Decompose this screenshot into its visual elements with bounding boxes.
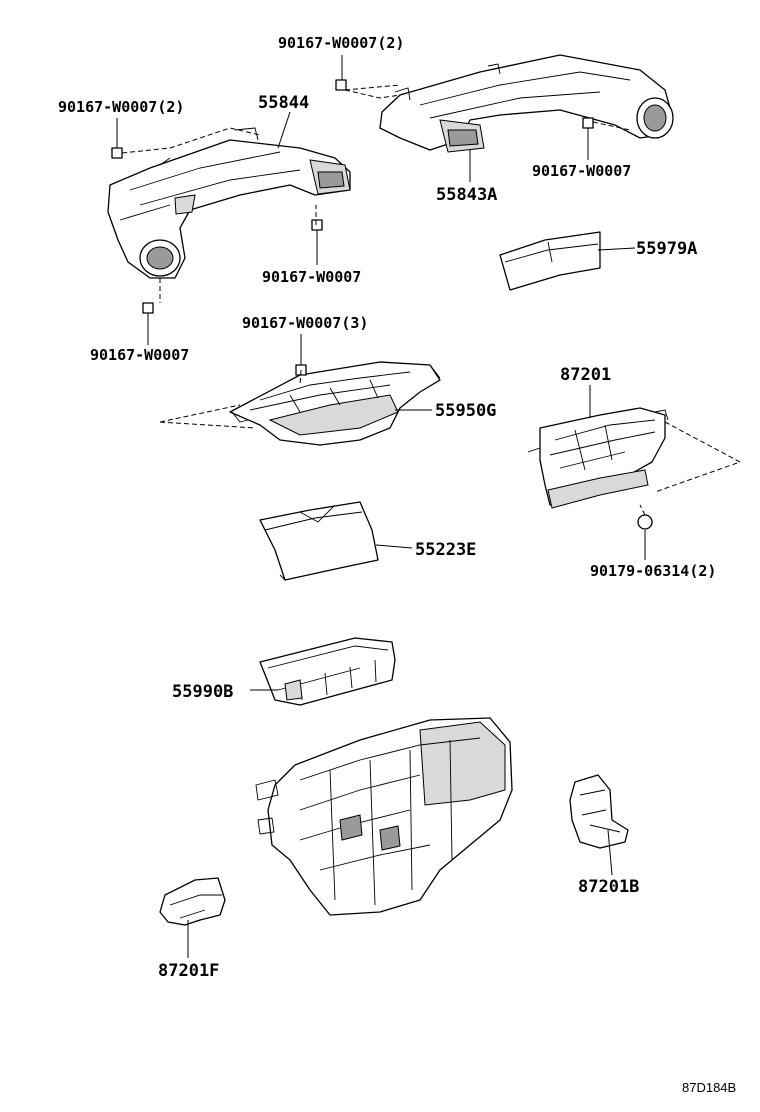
label-duct-55843a: 55843A [436,185,497,205]
duct-87201b[interactable] [569,774,629,849]
air-duct-55843a[interactable] [379,54,674,153]
filter-case-55990b[interactable] [259,637,396,706]
heater-unit[interactable] [255,717,513,916]
cover-55979a[interactable] [499,231,601,291]
label-cover-55979a: 55979A [636,239,697,259]
diagram-code: 87D184B [682,1080,736,1095]
label-bolt-center: 90167-W0007(3) [242,314,368,332]
label-cover-55223e: 55223E [415,540,476,560]
label-bolt-right: 90167-W0007 [532,162,631,180]
label-filter-case-55990b: 55990B [172,682,233,702]
nut-icon[interactable] [637,514,653,530]
label-bolt-left-mid: 90167-W0007 [262,268,361,286]
label-bolt-top-center: 90167-W0007(2) [278,34,404,52]
label-register-55950g: 55950G [435,401,496,421]
label-duct-55844: 55844 [258,93,309,113]
label-duct-87201f: 87201F [158,961,219,981]
label-bolt-top-left: 90167-W0007(2) [58,98,184,116]
label-nut: 90179-06314(2) [590,562,716,580]
label-bolt-left-bottom: 90167-W0007 [90,346,189,364]
label-duct-87201: 87201 [560,365,611,385]
air-duct-55844[interactable] [107,127,351,279]
label-duct-87201b: 87201B [578,877,639,897]
duct-87201f[interactable] [159,877,226,926]
register-55950g[interactable] [229,361,441,446]
cover-55223e[interactable] [259,501,379,581]
air-duct-87201[interactable] [527,407,669,509]
